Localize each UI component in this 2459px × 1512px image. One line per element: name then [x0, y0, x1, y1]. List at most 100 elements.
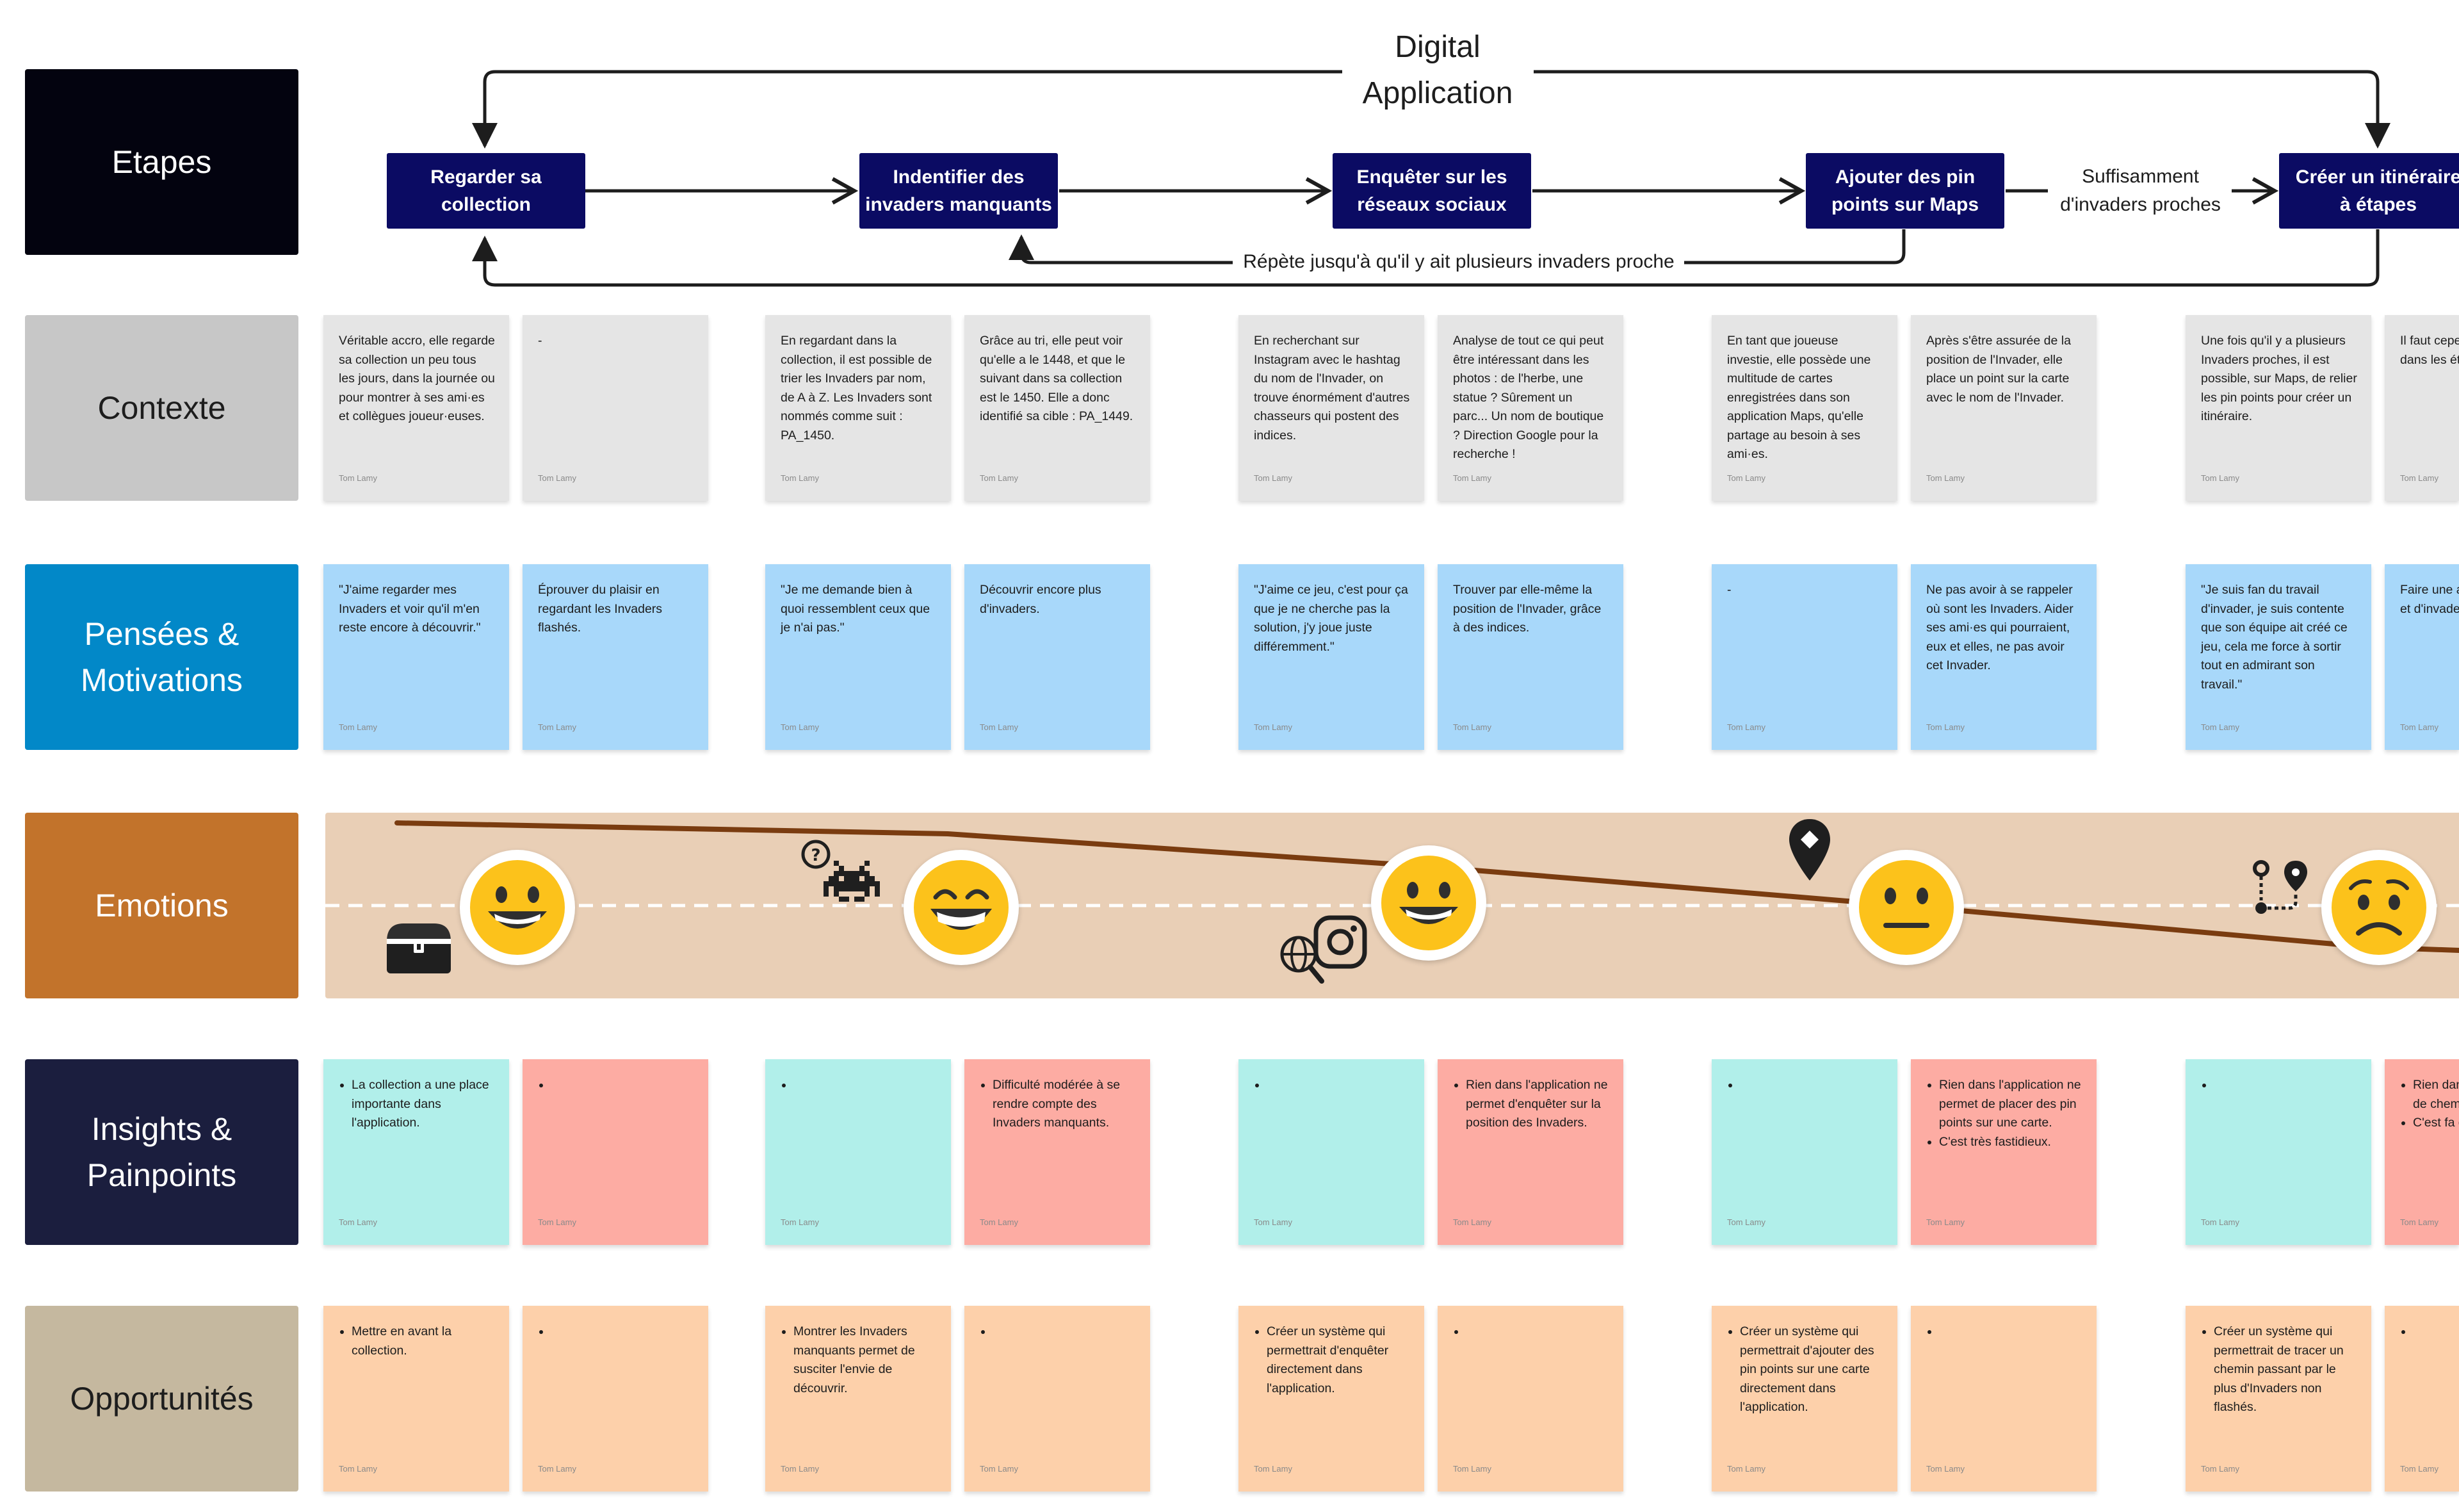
note-bullet [551, 1322, 694, 1342]
bottom-connector [472, 229, 2380, 287]
opportunity-note[interactable]: Tom Lamy [2385, 1306, 2459, 1492]
row-label-contexte: Contexte [25, 315, 298, 501]
row-label-emotions: Emotions [25, 813, 298, 998]
opportunity-note[interactable]: Mettre en avant la collection.Tom Lamy [323, 1306, 509, 1492]
pensees-note[interactable]: Faire une ami·es, en de Paris et d'invad… [2385, 564, 2459, 750]
contexte-note[interactable]: En tant que joueuse investie, elle possè… [1712, 315, 1897, 501]
note-author: Tom Lamy [781, 722, 819, 732]
opportunity-note[interactable]: Tom Lamy [523, 1306, 708, 1492]
loop-connector [485, 70, 2378, 146]
pensees-note[interactable]: "J'aime ce jeu, c'est pour ça que je ne … [1238, 564, 1424, 750]
painpoint-note[interactable]: Rien dans l'application ne permet d'enqu… [1438, 1059, 1623, 1245]
pensees-note[interactable]: "Je suis fan du travail d'invader, je su… [2186, 564, 2371, 750]
row-label-insights: Insights & Painpoints [25, 1059, 298, 1245]
insight-note[interactable]: La collection a une place importante dan… [323, 1059, 509, 1245]
pensees-note[interactable]: Éprouver du plaisir en regardant les Inv… [523, 564, 708, 750]
condition-label: Suffisamment d'invaders proches [2049, 163, 2232, 219]
contexte-note[interactable]: Il faut cependant que l'ordre dans les é… [2385, 315, 2459, 501]
note-bullet [1740, 1076, 1883, 1095]
note-author: Tom Lamy [538, 1217, 576, 1227]
note-author: Tom Lamy [1254, 722, 1292, 732]
note-author: Tom Lamy [1453, 722, 1491, 732]
note-author: Tom Lamy [2400, 1217, 2439, 1227]
painpoint-note[interactable]: Tom Lamy [523, 1059, 708, 1245]
note-list: Rien dans l'application ne permet d'enqu… [1453, 1076, 1609, 1133]
beaming-face-icon [904, 850, 1019, 965]
note-bullet [1267, 1076, 1410, 1095]
note-author: Tom Lamy [781, 1217, 819, 1227]
contexte-note[interactable]: Après s'être assurée de la position de l… [1911, 315, 2097, 501]
insight-note[interactable]: Tom Lamy [765, 1059, 951, 1245]
stage-1-line1: Regarder sa [430, 166, 542, 188]
repeat-connector [1021, 229, 1906, 264]
contexte-note[interactable]: Véritable accro, elle regarde sa collect… [323, 315, 509, 501]
contexte-note[interactable]: Une fois qu'il y a plusieurs Invaders pr… [2186, 315, 2371, 501]
note-bullet: Créer un système qui permettrait de trac… [2214, 1322, 2357, 1417]
insight-note[interactable]: Tom Lamy [1712, 1059, 1897, 1245]
flow-connectors [0, 70, 2459, 287]
insight-note[interactable]: Tom Lamy [2186, 1059, 2371, 1245]
note-list [1254, 1076, 1410, 1095]
contexte-note[interactable]: Grâce au tri, elle peut voir qu'elle a l… [964, 315, 1150, 501]
contexte-note[interactable]: En recherchant sur Instagram avec le has… [1238, 315, 1424, 501]
opportunity-note[interactable]: Tom Lamy [964, 1306, 1150, 1492]
note-list: La collection a une place importante dan… [339, 1076, 495, 1133]
painpoint-note[interactable]: Rien dans l'app ne permet de cheminC'est… [2385, 1059, 2459, 1245]
note-author: Tom Lamy [2201, 473, 2239, 483]
opportunity-note[interactable]: Créer un système qui permettrait d'ajout… [1712, 1306, 1897, 1492]
pensees-note[interactable]: Trouver par elle-même la position de l'I… [1438, 564, 1623, 750]
pensees-note[interactable]: -Tom Lamy [1712, 564, 1897, 750]
note-list: Créer un système qui permettrait d'enquê… [1254, 1322, 1410, 1398]
note-list: Rien dans l'application ne permet de pla… [1926, 1076, 2082, 1151]
note-author: Tom Lamy [1727, 1217, 1765, 1227]
note-bullet: Créer un système qui permettrait d'ajout… [1740, 1322, 1883, 1417]
note-author: Tom Lamy [339, 473, 377, 483]
map-pin-icon [1787, 817, 1833, 886]
painpoint-note[interactable]: Rien dans l'application ne permet de pla… [1911, 1059, 2097, 1245]
note-author: Tom Lamy [1453, 473, 1491, 483]
note-bullet: Créer un système qui permettrait d'enquê… [1267, 1322, 1410, 1398]
pensees-note[interactable]: Découvrir encore plus d'invaders.Tom Lam… [964, 564, 1150, 750]
painpoint-note[interactable]: Difficulté modérée à se rendre compte de… [964, 1059, 1150, 1245]
row-label-etapes-text: Etapes [111, 143, 212, 180]
row-label-insights-text: Insights & Painpoints [86, 1110, 237, 1194]
opportunity-note[interactable]: Montrer les Invaders manquants permet de… [765, 1306, 951, 1492]
note-author: Tom Lamy [1727, 1464, 1765, 1474]
row-label-contexte-text: Contexte [97, 389, 226, 426]
note-text: Faire une ami·es, en de Paris et d'invad… [2400, 583, 2459, 616]
contexte-note[interactable]: -Tom Lamy [523, 315, 708, 501]
note-bullet [2214, 1076, 2357, 1095]
stage-4-line2: points sur Maps [1831, 194, 1979, 215]
opportunity-note[interactable]: Créer un système qui permettrait d'enquê… [1238, 1306, 1424, 1492]
repeat-label: Répète jusqu'à qu'il y ait plusieurs inv… [1236, 249, 1682, 275]
note-author: Tom Lamy [2400, 722, 2439, 732]
insight-note[interactable]: Tom Lamy [1238, 1059, 1424, 1245]
note-list: Créer un système qui permettrait de trac… [2201, 1322, 2357, 1417]
route-icon [2251, 858, 2311, 922]
note-list: Montrer les Invaders manquants permet de… [781, 1322, 937, 1398]
note-author: Tom Lamy [781, 473, 819, 483]
note-text: Il faut cependant que l'ordre dans les é… [2400, 334, 2459, 367]
note-bullet [993, 1322, 1136, 1342]
note-bullet [1939, 1322, 2082, 1342]
opportunity-note[interactable]: Tom Lamy [1438, 1306, 1623, 1492]
pensees-note[interactable]: "Je me demande bien à quoi ressemblent c… [765, 564, 951, 750]
neutral-face-icon [1849, 850, 1964, 965]
pensees-note[interactable]: Ne pas avoir à se rappeler où sont les I… [1911, 564, 2097, 750]
opportunity-note[interactable]: Créer un système qui permettrait de trac… [2186, 1306, 2371, 1492]
stage-2-line1: Indentifier des [893, 166, 1025, 188]
contexte-note[interactable]: En regardant dans la collection, il est … [765, 315, 951, 501]
pensees-note[interactable]: "J'aime regarder mes Invaders et voir qu… [323, 564, 509, 750]
opportunity-note[interactable]: Tom Lamy [1911, 1306, 2097, 1492]
note-list: Difficulté modérée à se rendre compte de… [980, 1076, 1136, 1133]
note-author: Tom Lamy [1926, 473, 1965, 483]
contexte-note[interactable]: Analyse de tout ce qui peut être intéres… [1438, 315, 1623, 501]
instagram-icon [1313, 915, 1368, 973]
note-author: Tom Lamy [339, 722, 377, 732]
note-list [781, 1076, 937, 1095]
